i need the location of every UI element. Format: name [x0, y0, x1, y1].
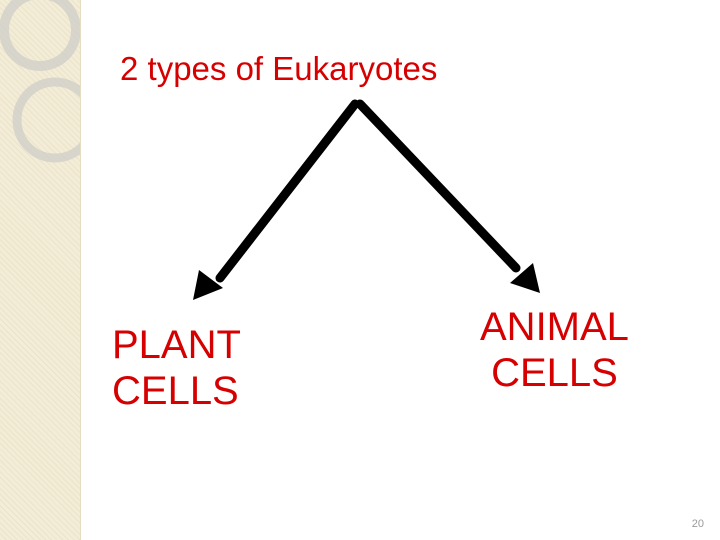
arrow-left-head-icon — [193, 270, 223, 300]
arrow-right-shaft — [355, 99, 521, 273]
arrow-right-head-icon — [510, 263, 540, 293]
decorative-sidebar — [0, 0, 98, 540]
arrow-left-shaft — [215, 99, 360, 283]
animal-cells-label: ANIMAL CELLS — [480, 305, 629, 395]
slide-title: 2 types of Eukaryotes — [120, 50, 438, 87]
page-number: 20 — [691, 518, 704, 530]
plant-cells-label: PLANT CELLS — [112, 323, 241, 413]
